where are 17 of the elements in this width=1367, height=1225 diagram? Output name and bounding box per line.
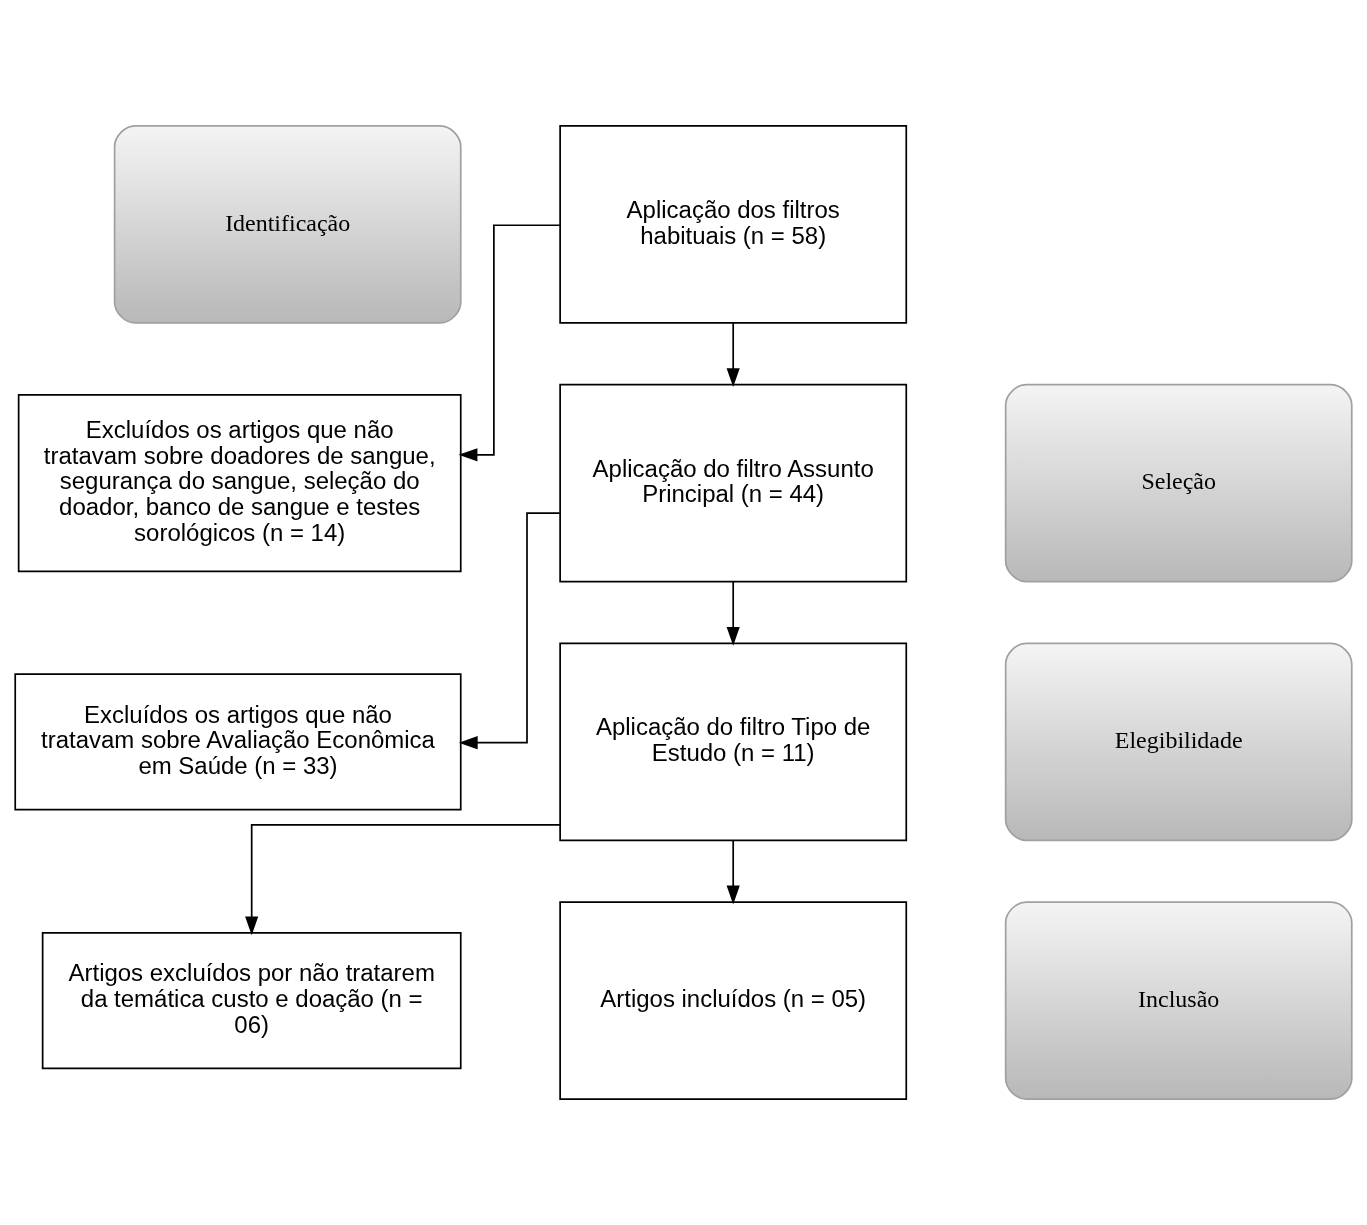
node-box: Aplicação dos filtros habituais (n = 58) xyxy=(559,125,908,324)
node-box: Elegibilidade xyxy=(1004,642,1353,842)
arrow xyxy=(245,824,561,936)
node-box: Seleção xyxy=(1004,383,1353,583)
arrow xyxy=(458,512,561,750)
node-box: Artigos incluídos (n = 05) xyxy=(559,901,908,1100)
arrow xyxy=(726,839,740,905)
node-box: Aplicação do filtro Assunto Principal (n = 44) xyxy=(559,383,908,583)
node-box: Excluídos os artigos que não tratavam sobre doadores de sangue, segurança do sangue, seleção do doador, banco de sangue e testes sorológicos (n = 14) xyxy=(17,394,462,573)
arrow xyxy=(726,322,740,387)
node-box: Artigos excluídos por não tratarem da temática custo e doação (n = 06) xyxy=(41,932,462,1070)
arrow xyxy=(726,580,740,646)
arrow xyxy=(458,224,561,462)
node-box: Aplicação do filtro Tipo de Estudo (n = 11) xyxy=(559,642,908,842)
node-box: Identificação xyxy=(113,125,462,324)
node-box: Inclusão xyxy=(1004,901,1353,1100)
node-box: Excluídos os artigos que não tratavam sobre Avaliação Econômica em Saúde (n = 33) xyxy=(14,673,462,811)
